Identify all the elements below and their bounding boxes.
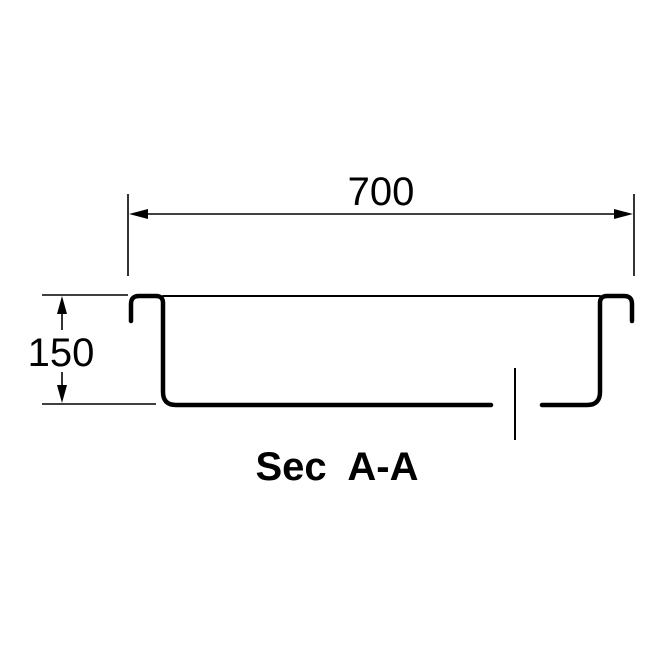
tray-profile xyxy=(128,293,635,440)
height-dimension-label: 150 xyxy=(28,331,95,375)
tray-profile-right xyxy=(539,293,635,408)
height-arrow-top xyxy=(57,296,67,314)
width-dimension-label: 700 xyxy=(348,170,415,214)
section-label: Sec A-A xyxy=(255,445,418,489)
tray-profile-left xyxy=(128,293,494,408)
width-arrow-right xyxy=(614,209,633,219)
width-arrow-left xyxy=(129,209,148,219)
height-dimension: 150 xyxy=(28,294,156,405)
height-arrow-bottom xyxy=(57,385,67,403)
width-dimension: 700 xyxy=(127,170,635,276)
